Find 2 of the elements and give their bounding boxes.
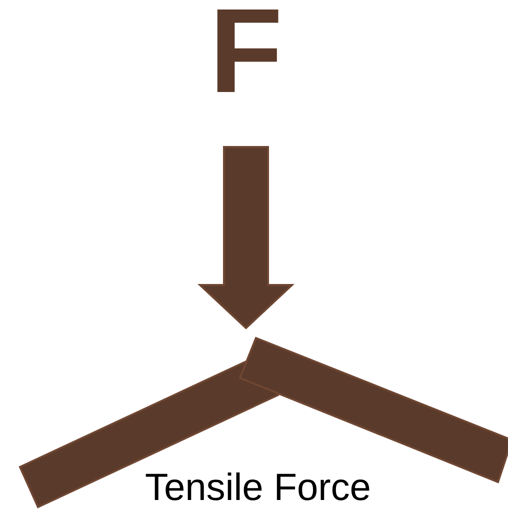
- caption: Tensile Force: [146, 472, 370, 500]
- force-label: F: [217, 9, 278, 92]
